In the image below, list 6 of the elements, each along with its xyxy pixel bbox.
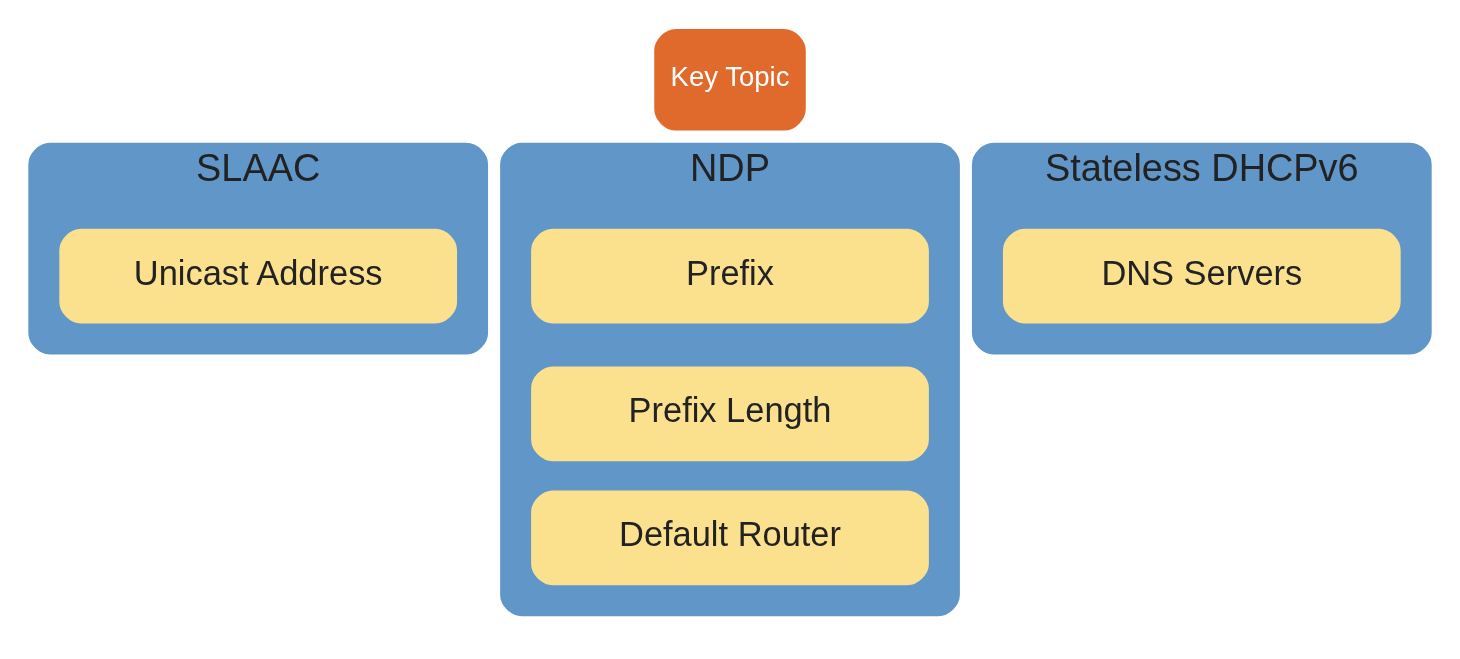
node-box: Key Topic (654, 29, 806, 131)
node-box: DNS Servers (1002, 228, 1401, 324)
node-box: Unicast Address (59, 228, 458, 324)
node-box: Prefix Length (531, 366, 929, 462)
node-box: Prefix (531, 228, 929, 324)
node-box: Default Router (531, 490, 929, 586)
